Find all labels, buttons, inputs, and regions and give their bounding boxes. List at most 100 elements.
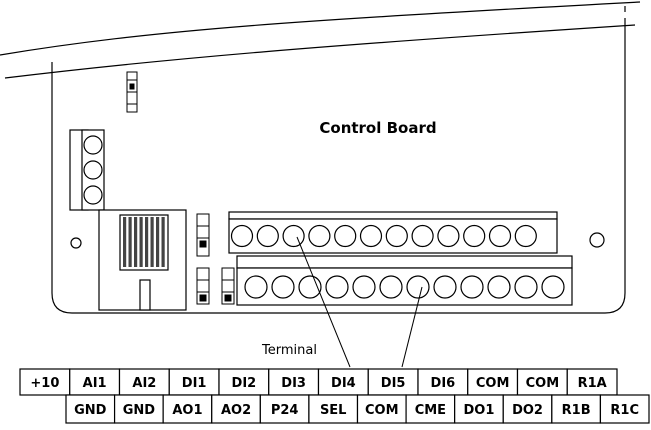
terminal-top-label: R1A [578, 376, 607, 391]
terminal-bottom-label: COM [365, 403, 399, 418]
rj-pin [145, 217, 149, 267]
terminal-top-cell: R1A [566, 368, 618, 396]
rj-pin [161, 217, 165, 267]
screw-lower [487, 275, 511, 299]
terminal-top-cell: DI3 [268, 368, 320, 396]
jumper-top [126, 71, 138, 113]
terminal-top-cell: DI2 [218, 368, 270, 396]
terminal-top-label: AI2 [132, 376, 156, 391]
terminal-top-cell: COM [516, 368, 568, 396]
screw-upper [256, 224, 279, 248]
rj-pin [123, 217, 127, 267]
terminal-block-lower [236, 255, 573, 306]
terminal-top-cell: AI1 [69, 368, 121, 396]
terminal-bottom-cell: GND [65, 394, 116, 424]
terminal-top-label: DI5 [381, 376, 406, 391]
rj-pin [156, 217, 160, 267]
screw-lower [406, 275, 430, 299]
terminal-top-cell: AI2 [118, 368, 170, 396]
housing-bottom-edge [51, 292, 626, 314]
screw-lower [433, 275, 457, 299]
board-title: Control Board [319, 119, 436, 137]
connector-three-pin [69, 129, 105, 211]
terminal-bottom-label: DO2 [512, 403, 543, 418]
rj-pins [123, 217, 165, 267]
terminal-bottom-cell: DO2 [502, 394, 553, 424]
jumper-mid [196, 213, 210, 257]
terminal-bottom-label: GND [74, 403, 107, 418]
screw-lower [379, 275, 403, 299]
terminal-bottom-label: R1B [562, 403, 591, 418]
screw-upper [282, 224, 305, 248]
terminal-top-label: COM [476, 376, 510, 391]
screw-lower [541, 275, 565, 299]
rj-connector [98, 209, 187, 311]
terminal-bottom-label: DO1 [464, 403, 495, 418]
screws-upper [230, 224, 537, 248]
screw-upper [334, 224, 357, 248]
terminal-top-label: COM [526, 376, 560, 391]
callout-leader-right [401, 286, 423, 368]
screw-lower [244, 275, 268, 299]
screws-lower [244, 275, 565, 299]
terminal-bottom-label: SEL [320, 403, 347, 418]
break-line-upper [0, 1, 641, 56]
terminal-bottom-label: GND [123, 403, 156, 418]
terminal-bottom-label: AO1 [172, 403, 202, 418]
terminal-top-cell: DI4 [317, 368, 369, 396]
screw-lower [325, 275, 349, 299]
screw-upper [308, 224, 331, 248]
terminal-bottom-cell: P24 [259, 394, 310, 424]
terminal-top-cell: COM [467, 368, 519, 396]
terminal-block-upper [228, 211, 558, 254]
terminal-top-label: DI4 [331, 376, 356, 391]
rj-pin [128, 217, 132, 267]
terminal-top-cell: DI5 [367, 368, 419, 396]
terminal-bottom-cell: DO1 [454, 394, 504, 424]
mounting-hole-left [70, 237, 82, 249]
screw-upper [463, 224, 486, 248]
rj-pin [139, 217, 143, 267]
terminal-top-label: DI2 [232, 376, 257, 391]
screw-upper [230, 224, 254, 248]
terminal-top-label: +10 [30, 376, 59, 391]
terminal-bottom-label: R1C [610, 403, 639, 418]
terminal-bottom-cell: SEL [308, 394, 359, 424]
screw-lower [271, 275, 295, 299]
rj-pin [134, 217, 138, 267]
terminal-top-cell: +10 [19, 368, 71, 396]
screw-upper [359, 224, 383, 248]
terminal-bottom-cell: COM [356, 394, 407, 424]
screw-upper [488, 224, 512, 248]
terminal-bottom-cell: AO1 [162, 394, 213, 424]
terminal-bottom-cell: GND [113, 394, 164, 424]
terminal-top-cell: DI1 [168, 368, 220, 396]
terminal-bottom-label: AO2 [221, 403, 251, 418]
terminal-bottom-label: P24 [271, 403, 299, 418]
screw-lower [514, 275, 538, 299]
mounting-hole-right [589, 232, 605, 248]
callout-leader-left [296, 236, 351, 368]
terminal-bottom-cell: AO2 [211, 394, 261, 424]
terminal-top-cell: DI6 [417, 368, 469, 396]
terminal-callout-label: Terminal [261, 343, 317, 358]
rj-pin [150, 217, 154, 267]
screw-upper [385, 224, 408, 248]
break-line-lower [4, 24, 636, 79]
screw-upper [411, 224, 434, 248]
terminal-bottom-cell: CME [405, 394, 456, 424]
terminal-top-label: DI1 [182, 376, 207, 391]
jumper-lower-right [221, 267, 235, 305]
screw-lower [352, 275, 376, 299]
terminal-top-label: DI3 [281, 376, 306, 391]
screw-upper [514, 224, 537, 248]
screw-upper [437, 224, 460, 248]
housing [0, 1, 641, 314]
terminal-bottom-cell: R1C [599, 394, 650, 424]
terminal-bottom-cell: R1B [551, 394, 602, 424]
terminal-top-label: DI6 [431, 376, 456, 391]
screw-lower [460, 275, 484, 299]
terminal-top-label: AI1 [83, 376, 107, 391]
